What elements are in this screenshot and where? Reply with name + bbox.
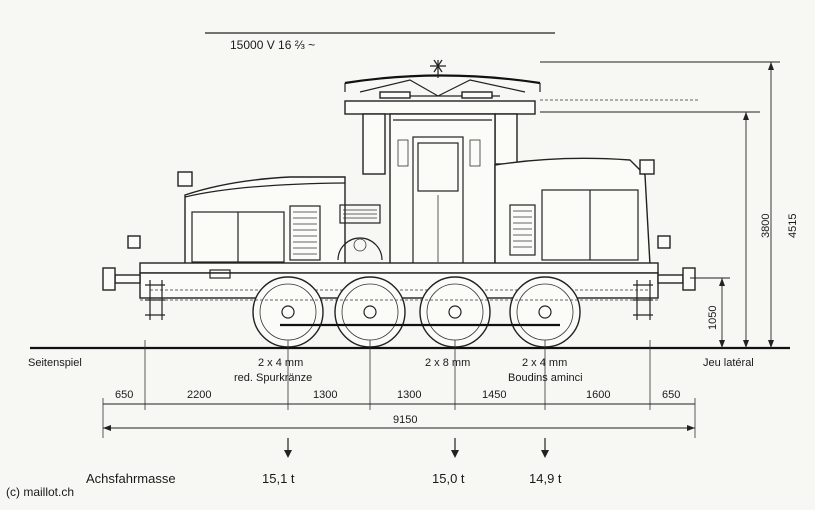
dim-650-right: 650	[662, 389, 680, 401]
right-louvers	[509, 204, 536, 256]
height-pantograph: 4515	[787, 214, 799, 238]
left-hood	[184, 176, 346, 266]
play-right-note: Boudins aminci	[508, 372, 583, 384]
height-roof: 3800	[760, 214, 772, 238]
left-label: Seitenspiel	[28, 357, 82, 369]
axle-mass-3: 14,9 t	[529, 471, 562, 486]
frame-top	[139, 262, 659, 274]
dim-1300-a: 1300	[313, 389, 337, 401]
play-left-note: red. Spurkränze	[234, 372, 312, 384]
buffer-left	[102, 267, 141, 291]
dim-2200: 2200	[187, 389, 211, 401]
axle-mass-label: Achsfahrmasse	[86, 471, 176, 486]
locomotive-body	[102, 59, 700, 348]
axle-lines	[144, 340, 651, 410]
axle-mass-1: 15,1 t	[262, 471, 295, 486]
upper-louvers	[339, 204, 381, 224]
height-buffer: 1050	[707, 306, 719, 330]
wheel-4	[509, 276, 581, 348]
play-center-value: 2 x 8 mm	[425, 357, 470, 369]
dim-650-left: 650	[115, 389, 133, 401]
total-length: 9150	[393, 414, 417, 426]
dim-1300-b: 1300	[397, 389, 421, 401]
dim-1600: 1600	[586, 389, 610, 401]
axle-load-arrows	[284, 438, 549, 458]
left-column	[362, 113, 386, 175]
credit: (c) maillot.ch	[6, 485, 74, 499]
right-hood	[494, 157, 651, 266]
left-louvers	[289, 205, 321, 261]
play-right-value: 2 x 4 mm	[522, 357, 567, 369]
buffer-right	[657, 267, 696, 291]
motor-housing	[337, 237, 383, 261]
wheel-3	[419, 276, 491, 348]
right-column	[494, 113, 518, 165]
right-label: Jeu latéral	[703, 357, 754, 369]
play-left-value: 2 x 4 mm	[258, 357, 303, 369]
lamp-right-top	[639, 159, 655, 175]
cab-door	[397, 136, 481, 266]
central-cab	[389, 113, 496, 267]
axle-mass-2: 15,0 t	[432, 471, 465, 486]
lamp-right-low	[657, 235, 671, 249]
lamp-left-top	[177, 171, 193, 187]
pantograph	[344, 59, 700, 101]
roof-plate	[344, 100, 536, 115]
wheel-1	[252, 276, 324, 348]
lamp-left-low	[127, 235, 141, 249]
wheel-2	[334, 276, 406, 348]
voltage-label: 15000 V 16 ⅔ ~	[230, 38, 315, 52]
dim-1450: 1450	[482, 389, 506, 401]
height-dimensions	[540, 61, 780, 348]
